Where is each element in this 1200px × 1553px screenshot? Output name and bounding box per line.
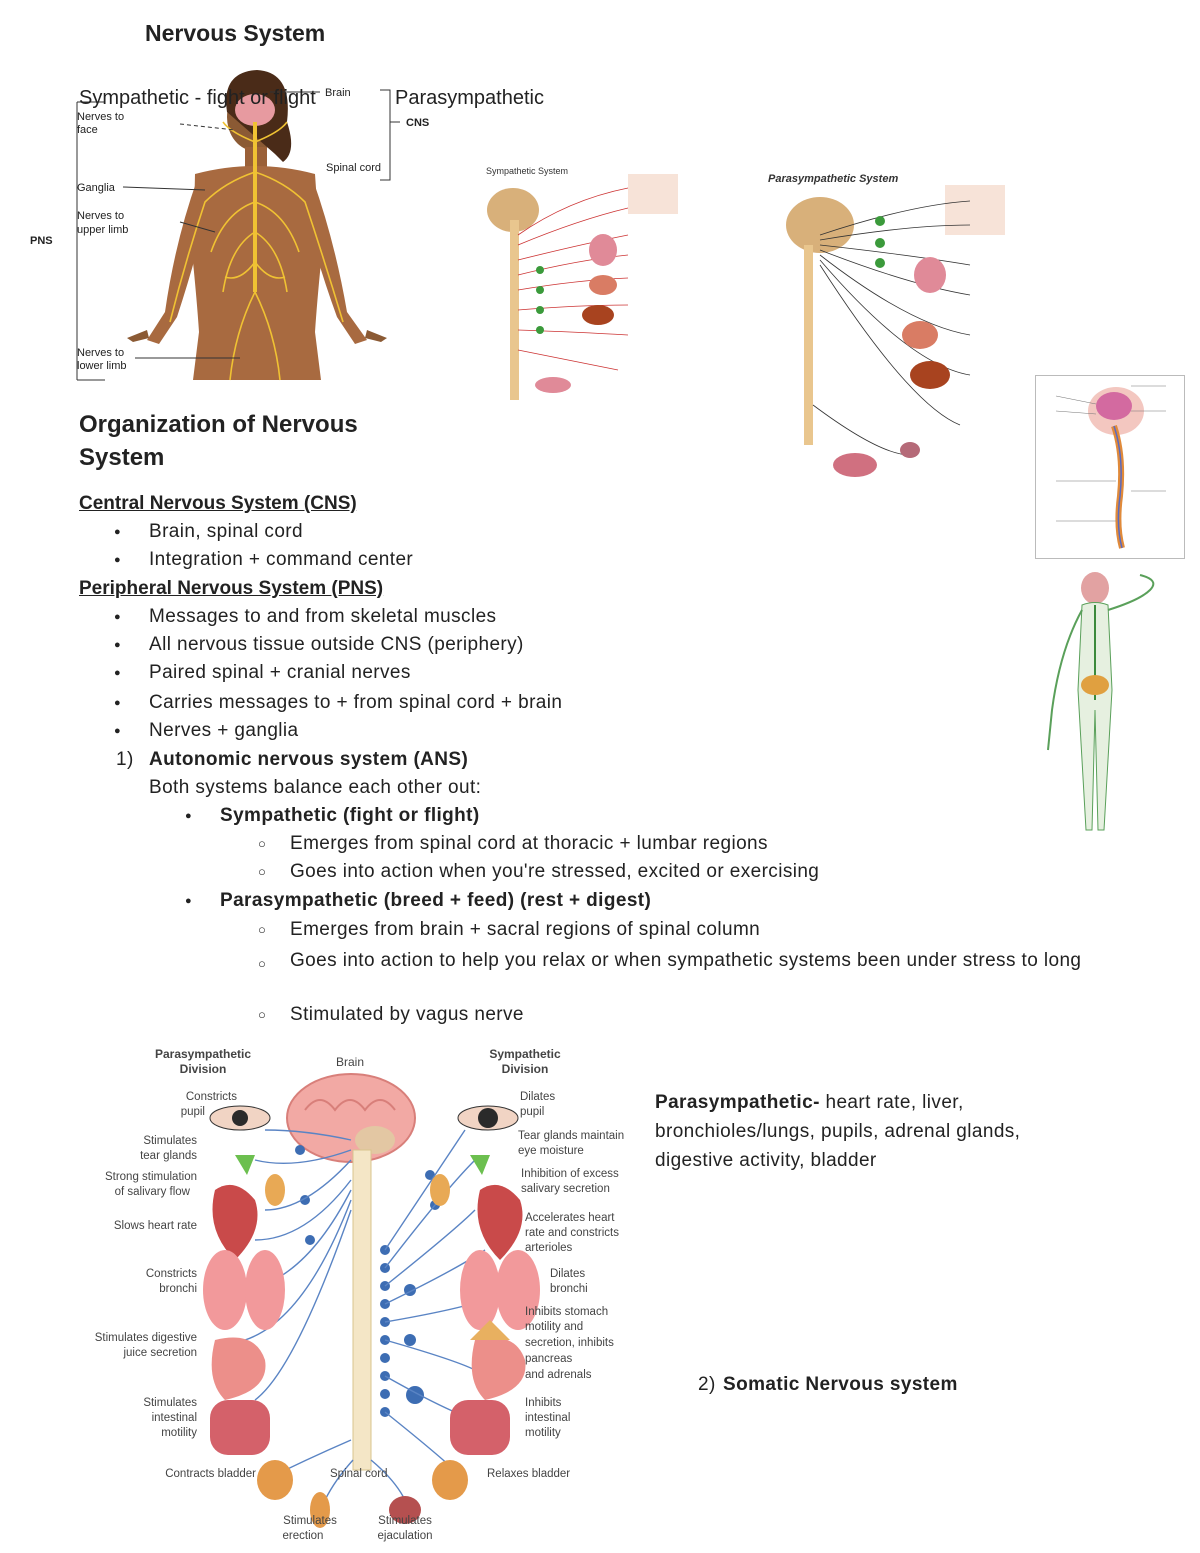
left-label-3a: Strong stimulation xyxy=(105,1171,197,1183)
left-label-8a: Contracts bladder xyxy=(165,1468,256,1480)
ans-number: 1) xyxy=(116,749,134,770)
right-label-7c: motility xyxy=(525,1427,561,1439)
parasympathetic-note-text: heart rate, liver, bronchioles/lungs, pu… xyxy=(655,1092,1021,1171)
right-label-3b: salivary secretion xyxy=(521,1183,610,1195)
cns-item-2: Integration + command center xyxy=(114,549,413,571)
right-label-1a: Dilates xyxy=(520,1091,555,1103)
ejaculation-label-1: Stimulates xyxy=(378,1515,432,1527)
somatic-number: 2) xyxy=(698,1374,716,1395)
right-label-5b: bronchi xyxy=(550,1283,588,1295)
para-division-title-2: Division xyxy=(180,1062,227,1076)
parasympathetic-item-1: Emerges from brain + sacral regions of s… xyxy=(258,919,760,941)
ejaculation-label-2: ejaculation xyxy=(378,1530,433,1542)
sympathetic-figure-title: Sympathetic System xyxy=(486,166,568,176)
somatic-heading: Somatic Nervous system xyxy=(723,1374,958,1395)
right-label-5a: Dilates xyxy=(550,1268,585,1280)
sympathetic-system-figure: Sympathetic System xyxy=(486,166,678,400)
erection-label-2: erection xyxy=(283,1530,324,1542)
label-nerves-face-2: face xyxy=(77,124,98,136)
right-label-8a: Relaxes bladder xyxy=(487,1468,570,1480)
pns-item-4: Carries messages to + from spinal cord +… xyxy=(114,692,562,714)
label-nerves-upper-1: Nerves to xyxy=(77,210,124,222)
right-label-6c: secretion, inhibits xyxy=(525,1337,614,1349)
label-brain: Brain xyxy=(325,87,351,99)
label-nerves-lower-2: lower limb xyxy=(77,360,127,372)
right-label-2a: Tear glands maintain xyxy=(518,1130,624,1142)
left-label-2b: tear glands xyxy=(140,1150,197,1162)
para-division-title-1: Parasympathetic xyxy=(155,1047,251,1061)
label-pns: PNS xyxy=(30,235,53,247)
right-label-7b: intestinal xyxy=(525,1412,570,1424)
left-label-4a: Slows heart rate xyxy=(114,1220,197,1232)
pns-item-1: Messages to and from skeletal muscles xyxy=(114,606,496,628)
cns-heading: Central Nervous System (CNS) xyxy=(79,493,357,514)
nervous-system-body-figure: Brain Nerves to face CNS Spinal cord Gan… xyxy=(30,70,429,381)
symp-division-title-1: Sympathetic xyxy=(489,1047,561,1061)
label-nerves-face-1: Nerves to xyxy=(77,111,124,123)
left-label-7c: motility xyxy=(161,1427,197,1439)
label-nerves-upper-2: upper limb xyxy=(77,224,128,236)
parasympathetic-figure-title: Parasympathetic System xyxy=(768,173,898,185)
left-label-2a: Stimulates xyxy=(143,1135,197,1147)
right-label-4a: Accelerates heart xyxy=(525,1212,615,1224)
page-title: Nervous System xyxy=(145,20,326,46)
left-label-3b: of salivary flow xyxy=(115,1186,191,1198)
left-label-5a: Constricts xyxy=(146,1268,197,1280)
full-body-nervous-figure xyxy=(1047,572,1155,831)
right-label-6a: Inhibits stomach xyxy=(525,1306,608,1318)
right-label-2b: eye moisture xyxy=(518,1145,584,1157)
symp-division-title-2: Division xyxy=(502,1062,549,1076)
right-label-1b: pupil xyxy=(520,1106,544,1118)
parasympathetic-heading: Parasympathetic (breed + feed) (rest + d… xyxy=(185,890,651,912)
parasympathetic-system-figure: Parasympathetic System xyxy=(768,173,1005,477)
label-nerves-lower-1: Nerves to xyxy=(77,347,124,359)
left-label-1b: pupil xyxy=(181,1106,205,1118)
pns-item-5: Nerves + ganglia xyxy=(114,720,299,742)
sympathetic-item-1: Emerges from spinal cord at thoracic + l… xyxy=(258,833,768,855)
parasympathetic-note: Parasympathetic- heart rate, liver, bron… xyxy=(655,1088,1075,1175)
brain-label: Brain xyxy=(336,1055,364,1069)
section-heading: Organization of Nervous System xyxy=(79,411,358,471)
left-label-5b: bronchi xyxy=(159,1283,197,1295)
erection-label-1: Stimulates xyxy=(283,1515,337,1527)
pns-item-3: Paired spinal + cranial nerves xyxy=(114,662,411,684)
left-label-1a: Constricts xyxy=(186,1091,237,1103)
spinal-cord-label: Spinal cord xyxy=(330,1468,388,1480)
right-label-7a: Inhibits xyxy=(525,1397,562,1409)
right-label-6d: pancreas xyxy=(525,1353,573,1365)
right-label-6b: motility and xyxy=(525,1321,583,1333)
right-label-6e: and adrenals xyxy=(525,1369,592,1381)
right-label-3a: Inhibition of excess xyxy=(521,1168,619,1180)
sympathetic-item-2: Goes into action when you're stressed, e… xyxy=(258,861,819,883)
pns-heading: Peripheral Nervous System (PNS) xyxy=(79,578,384,599)
left-label-7b: intestinal xyxy=(152,1412,197,1424)
right-label-4b: rate and constricts xyxy=(525,1227,619,1239)
sympathetic-heading: Sympathetic (fight or flight) xyxy=(185,805,480,827)
left-label-6a: Stimulates digestive xyxy=(95,1332,197,1344)
label-sympathetic-fight-or-flight: Sympathetic - fight or flight xyxy=(79,87,316,109)
autonomic-divisions-diagram: Parasympathetic Division Sympathetic Div… xyxy=(95,1047,624,1542)
spinal-cord-figure xyxy=(1035,375,1185,559)
label-cns: CNS xyxy=(406,117,429,129)
ans-intro: Both systems balance each other out: xyxy=(149,777,482,798)
left-label-6b: juice secretion xyxy=(122,1347,197,1359)
right-label-4c: arterioles xyxy=(525,1242,573,1254)
parasympathetic-item-3: Stimulated by vagus nerve xyxy=(258,1004,524,1026)
cns-item-1: Brain, spinal cord xyxy=(114,521,303,543)
label-parasympathetic: Parasympathetic xyxy=(395,87,544,109)
pns-item-2: All nervous tissue outside CNS (peripher… xyxy=(114,634,524,656)
parasympathetic-note-bold: Parasympathetic- xyxy=(655,1092,820,1113)
label-spinal-cord: Spinal cord xyxy=(326,162,381,174)
ans-heading: Autonomic nervous system (ANS) xyxy=(149,749,469,770)
left-label-7a: Stimulates xyxy=(143,1397,197,1409)
label-ganglia: Ganglia xyxy=(77,182,116,194)
parasympathetic-item-2: Goes into action to help you relax or wh… xyxy=(258,947,1120,978)
